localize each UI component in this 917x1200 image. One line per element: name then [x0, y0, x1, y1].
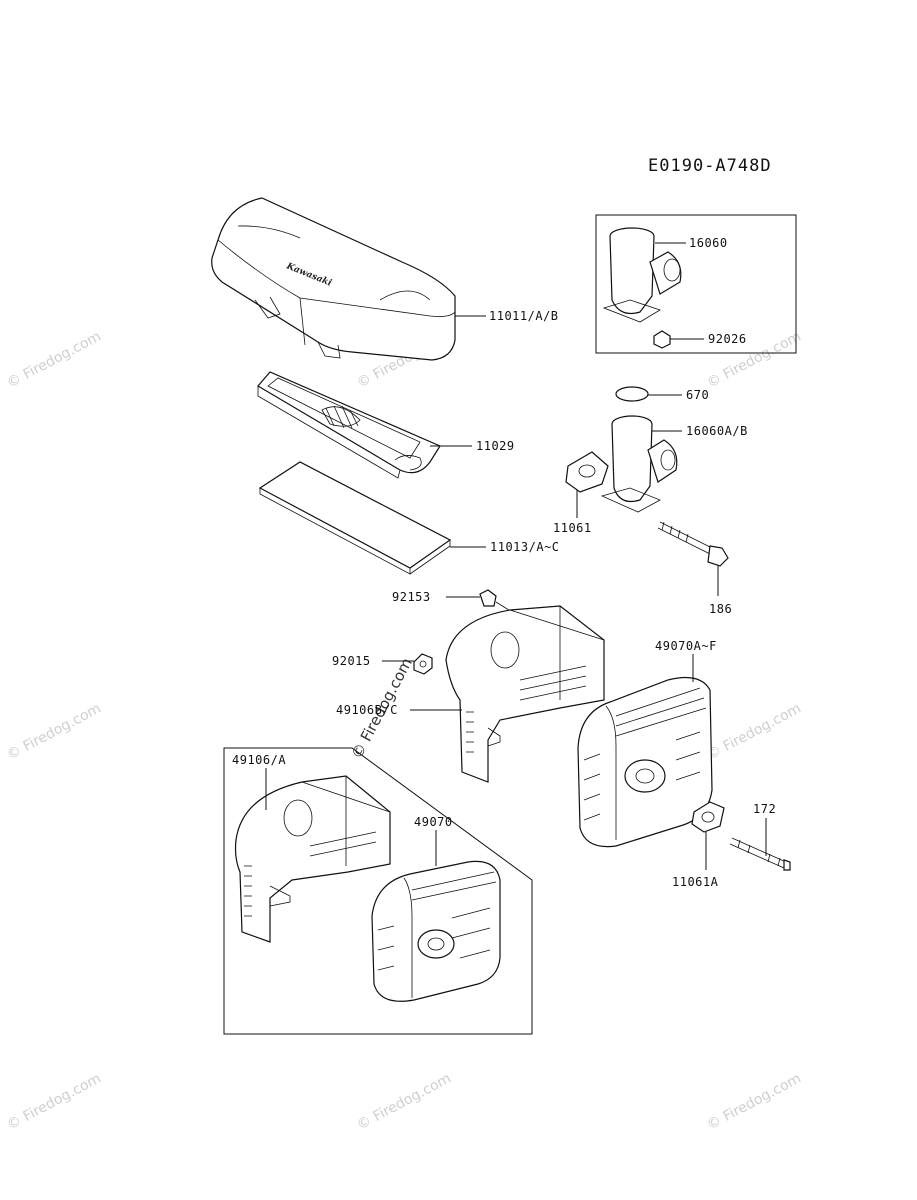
- label-49106a: 49106/A: [232, 753, 286, 767]
- label-11061: 11061: [553, 521, 592, 535]
- label-49070: 49070: [414, 815, 453, 829]
- muffler-49070: [371, 860, 501, 1002]
- muffler-cover-bc: [445, 605, 605, 783]
- gasket-11061a: [691, 801, 725, 833]
- label-49106bc: 49106B/C: [336, 703, 398, 717]
- watermark-bottom-right: © Firedog.com: [704, 1071, 803, 1134]
- air-filter-element: [257, 371, 441, 479]
- label-11013: 11013/A~C: [490, 540, 560, 554]
- bolt-92153: [479, 589, 513, 613]
- label-92153: 92153: [392, 590, 431, 604]
- diagram-code: E0190-A748D: [648, 156, 772, 176]
- label-11061a: 11061A: [672, 875, 719, 889]
- air-cleaner-cover: Kawasaki: [211, 197, 456, 361]
- nut-92015: [413, 653, 433, 675]
- label-186: 186: [709, 602, 732, 616]
- stud-172: [729, 837, 791, 871]
- watermark-bottom-mid: © Firedog.com: [354, 1071, 453, 1134]
- option-group-box: [223, 747, 533, 1035]
- gasket-11061: [565, 451, 609, 493]
- label-92026: 92026: [708, 332, 747, 346]
- label-11011: 11011/A/B: [489, 309, 559, 323]
- pipe-16060ab: [600, 415, 678, 513]
- pre-filter: [258, 461, 452, 575]
- plug-92026: [653, 330, 671, 349]
- label-172: 172: [753, 802, 776, 816]
- watermark-mid-right: © Firedog.com: [704, 701, 803, 764]
- muffler-49070af: [577, 677, 713, 848]
- label-92015: 92015: [332, 654, 371, 668]
- label-16060ab: 16060A/B: [686, 424, 748, 438]
- label-49070af: 49070A~F: [655, 639, 717, 653]
- bolt-186: [657, 521, 729, 567]
- pipe-16060: [602, 227, 682, 323]
- label-16060: 16060: [689, 236, 728, 250]
- watermark-bottom-left: © Firedog.com: [4, 1071, 103, 1134]
- watermark-top-left: © Firedog.com: [4, 329, 103, 392]
- o-ring: [615, 386, 649, 402]
- label-11029: 11029: [476, 439, 515, 453]
- muffler-cover-a: [234, 775, 391, 943]
- inset-box-16060: [595, 214, 797, 354]
- watermark-mid-left: © Firedog.com: [4, 701, 103, 764]
- label-670: 670: [686, 388, 709, 402]
